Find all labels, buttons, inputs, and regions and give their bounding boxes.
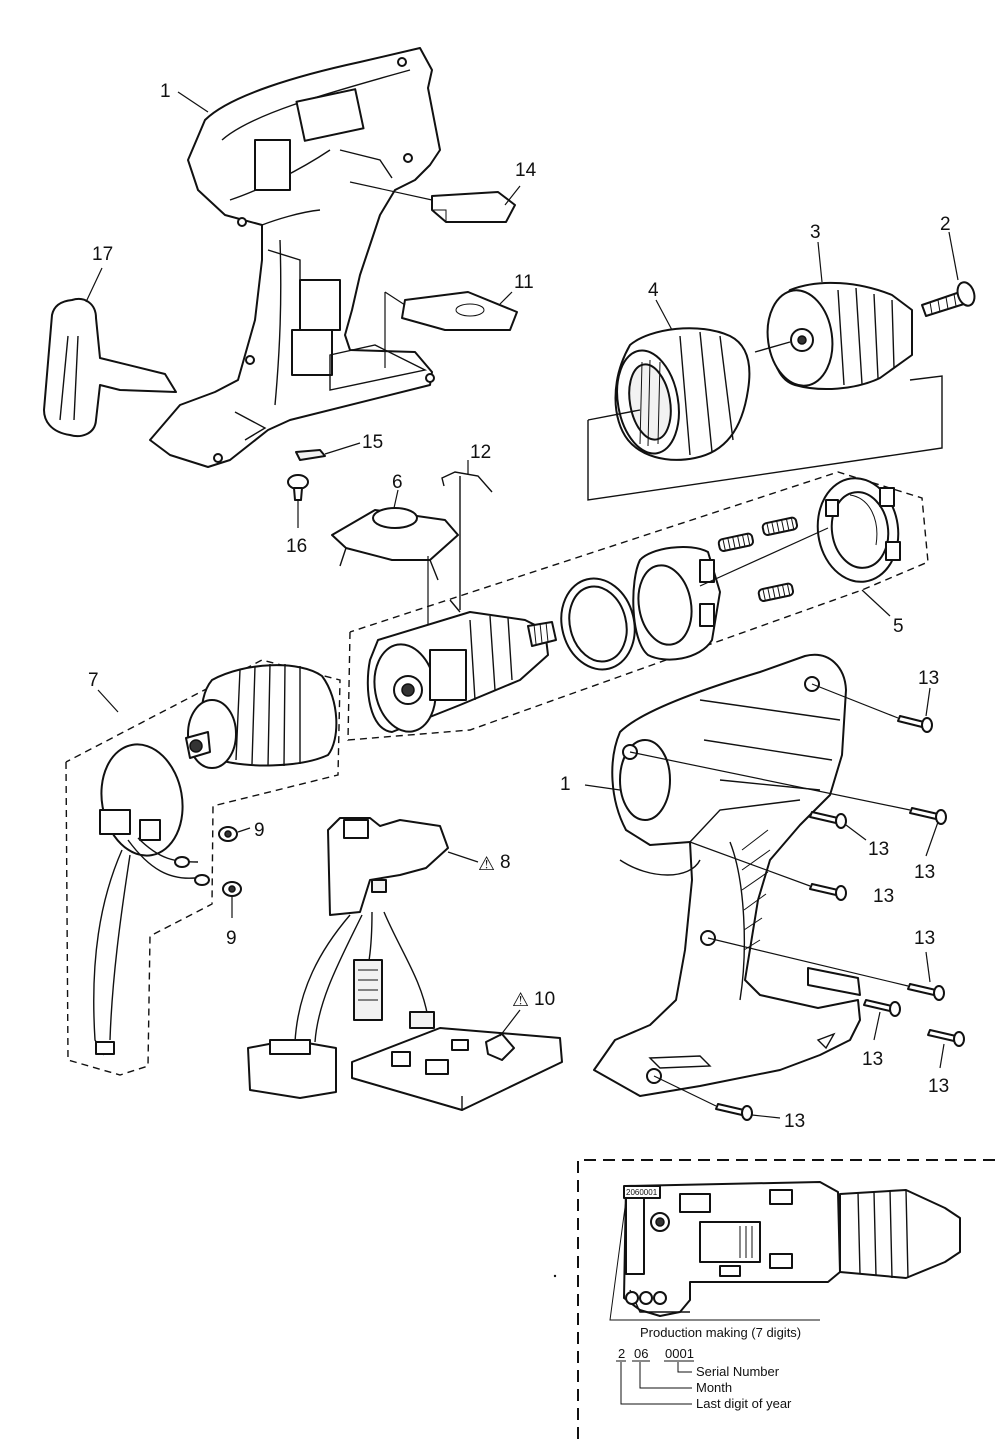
part-16-screw <box>287 474 309 528</box>
callout-7: 7 <box>88 670 99 691</box>
housing-half-left <box>149 47 441 468</box>
part-9-screws <box>218 826 251 918</box>
callout-9-a: 9 <box>254 820 265 841</box>
gearbox-clutch-nut <box>816 477 901 583</box>
callout-13-4: 13 <box>873 886 894 907</box>
callout-10: 10 <box>534 989 555 1010</box>
callout-1-right: 1 <box>560 774 571 795</box>
callout-10-warning: ⚠ <box>512 990 529 1011</box>
callout-9-b: 9 <box>226 928 237 949</box>
part-10-board <box>351 1009 563 1111</box>
stray-dot <box>553 1274 557 1278</box>
part-11-plate <box>384 291 518 368</box>
bracket-group-line <box>587 375 943 501</box>
callout-13-8: 13 <box>784 1111 805 1132</box>
callout-13-6: 13 <box>862 1049 883 1070</box>
callout-8: 8 <box>500 852 511 873</box>
callout-4: 4 <box>648 280 659 301</box>
production-stamp: 2060001 <box>626 1188 658 1197</box>
callout-12: 12 <box>470 442 491 463</box>
part-6-clip <box>331 489 459 632</box>
gearbox-assembly <box>366 611 557 733</box>
part-12-wire-spring <box>441 460 493 613</box>
motor-assembly <box>185 663 338 769</box>
callout-13-7: 13 <box>928 1076 949 1097</box>
housing-half-right <box>584 653 861 1097</box>
callouts: 1 14 17 11 15 12 6 16 4 3 2 5 7 1 9 9 ⚠ … <box>88 81 951 1132</box>
callout-14: 14 <box>515 160 537 181</box>
gearbox-springs <box>717 516 799 602</box>
callout-15: 15 <box>362 432 383 453</box>
legend-serial-number: Serial Number <box>696 1364 780 1379</box>
legend-last-digit-year: Last digit of year <box>696 1396 792 1411</box>
production-marking-inset: 2060001 Production making (7 digits) 2 0… <box>577 1159 1000 1439</box>
callout-5: 5 <box>893 616 904 637</box>
code-month-digits: 06 <box>634 1346 648 1361</box>
legend-month: Month <box>696 1380 732 1395</box>
part-2-screw <box>921 231 976 317</box>
part-8-switch <box>247 817 479 1099</box>
group-5-boundary <box>347 471 929 741</box>
callout-16: 16 <box>286 536 307 557</box>
callout-6: 6 <box>392 472 403 493</box>
callout-13-3: 13 <box>914 862 935 883</box>
callout-13-2: 13 <box>868 839 889 860</box>
part-15-spring <box>295 442 361 461</box>
code-serial-digits: 0001 <box>665 1346 694 1361</box>
part-13-screws <box>629 683 965 1121</box>
callout-13-1: 13 <box>918 668 939 689</box>
part-14-cover <box>349 181 521 223</box>
part-4-ring <box>614 299 751 461</box>
callout-1-top: 1 <box>160 81 171 102</box>
gearbox-o-ring <box>560 577 636 671</box>
part-17-hook <box>43 267 177 438</box>
callout-13-5: 13 <box>914 928 935 949</box>
callout-11: 11 <box>514 272 534 293</box>
gearbox-ring-gear <box>632 545 721 661</box>
callout-3: 3 <box>810 222 821 243</box>
motor-brush-holder <box>93 743 210 1056</box>
code-year-digit: 2 <box>618 1346 625 1361</box>
production-caption: Production making (7 digits) <box>640 1325 801 1340</box>
callout-2: 2 <box>940 214 951 235</box>
callout-8-warning: ⚠ <box>478 854 495 875</box>
callout-17: 17 <box>92 244 113 265</box>
part-3-chuck-cone <box>766 241 913 391</box>
